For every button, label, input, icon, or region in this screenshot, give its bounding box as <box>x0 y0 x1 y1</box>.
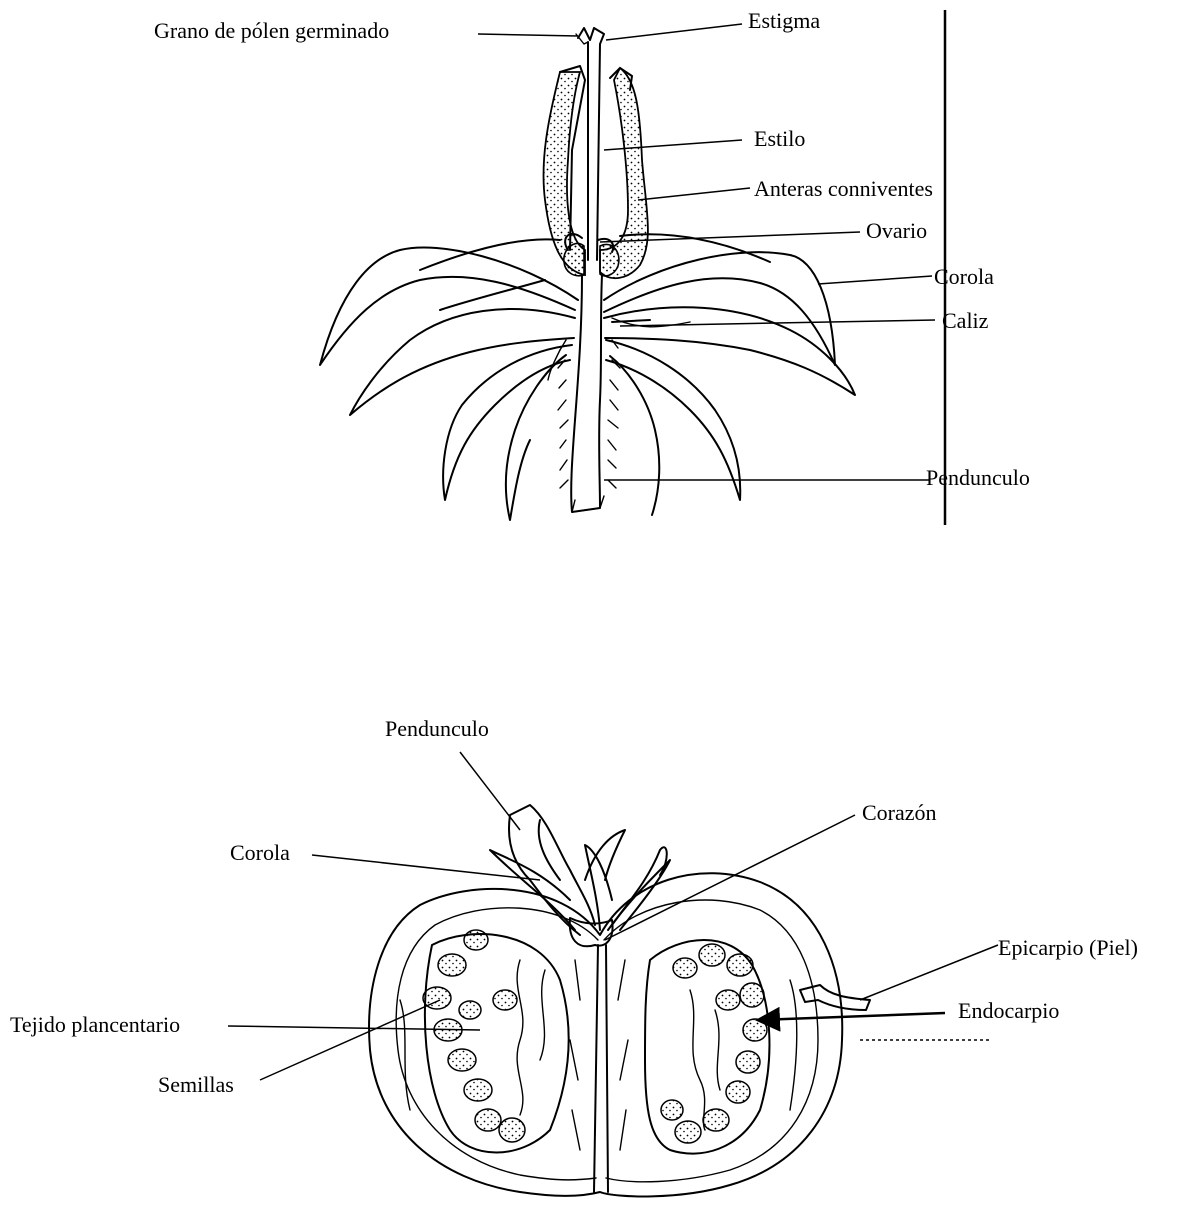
left-petals <box>320 239 578 520</box>
label-seeds: Semillas <box>158 1074 234 1096</box>
label-peduncle-top: Pendunculo <box>926 467 1030 489</box>
label-stigma: Estigma <box>748 10 820 32</box>
stem <box>558 275 620 512</box>
label-calyx: Caliz <box>942 310 988 332</box>
style-column <box>576 28 604 260</box>
label-corolla-top: Corola <box>934 266 994 288</box>
label-endocarp: Endocarpio <box>958 1000 1059 1022</box>
label-epicarp: Epicarpio (Piel) <box>998 937 1138 959</box>
label-pollen-grain: Grano de pólen germinado <box>154 20 389 42</box>
label-peduncle-fruit: Pendunculo <box>385 718 489 740</box>
label-anthers: Anteras conniventes <box>754 178 933 200</box>
seeds-right <box>661 944 767 1143</box>
label-ovary: Ovario <box>866 220 927 242</box>
label-core: Corazón <box>862 802 937 824</box>
label-corolla-fruit: Corola <box>230 842 290 864</box>
flower-illustration <box>320 10 945 525</box>
label-style: Estilo <box>754 128 805 150</box>
ovary-shape <box>564 243 619 276</box>
epicarp-flap <box>800 985 870 1010</box>
endocarp-arrow <box>760 1013 945 1020</box>
flower-leader-lines <box>478 24 935 480</box>
seeds-left <box>423 930 525 1142</box>
right-petals <box>604 234 855 515</box>
label-placental-tissue: Tejido plancentario <box>10 1014 180 1036</box>
